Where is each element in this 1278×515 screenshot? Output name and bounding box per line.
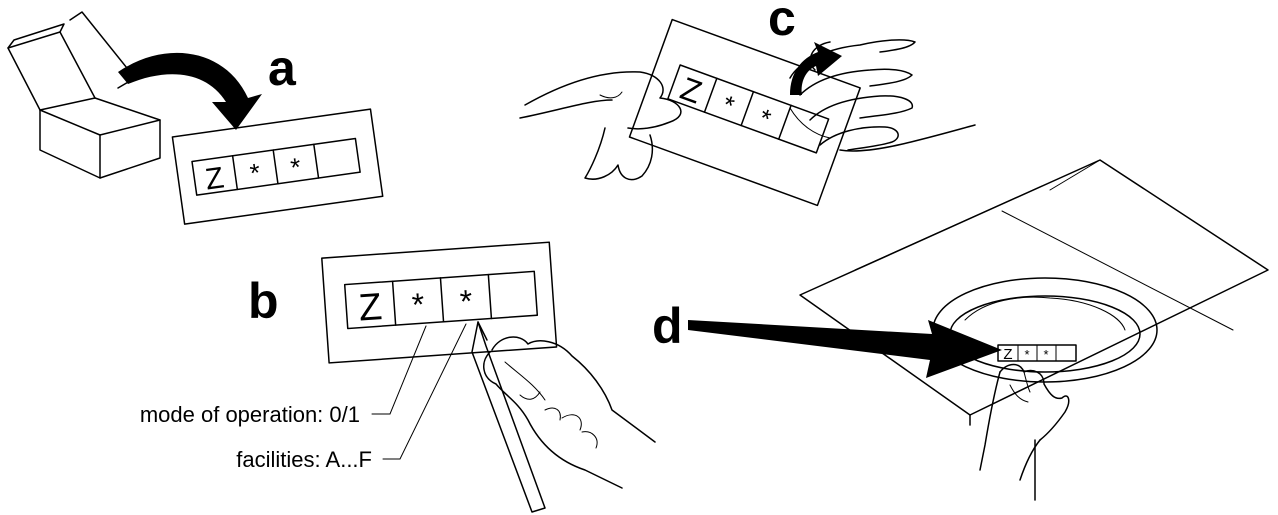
label-card-a: Z * * (171, 108, 384, 225)
pen-and-hand-illustration (471, 321, 656, 513)
mounted-label-wildcard-1: * (1024, 347, 1029, 362)
hands-peeling-illustration (519, 39, 976, 181)
label-card-c: Z * * (628, 18, 861, 207)
card-b-wildcard-2: * (459, 283, 474, 320)
step-label-d: d (652, 298, 683, 354)
step-a-group: Z * * a (7, 11, 384, 225)
card-a-wildcard-2: * (289, 152, 303, 183)
card-b-wildcard-1: * (411, 286, 426, 323)
card-c-wildcard-2: * (755, 102, 775, 134)
step-c-group: Z * * c (519, 0, 976, 207)
box-illustration (7, 11, 161, 179)
card-c-wildcard-1: * (719, 89, 739, 121)
card-a-prefix: Z (203, 161, 226, 196)
step-d-group: Z * * d (652, 159, 1269, 501)
annotation-mode-of-operation: mode of operation: 0/1 (140, 402, 360, 427)
pressing-hand-illustration (979, 363, 1070, 481)
mounted-label-wildcard-2: * (1043, 347, 1048, 362)
card-b-prefix: Z (357, 286, 383, 330)
mode-leader-line (371, 325, 427, 415)
mounted-label: Z * * (997, 344, 1077, 363)
step-label-b: b (248, 273, 279, 329)
card-a-wildcard-1: * (248, 157, 262, 188)
annotation-facilities: facilities: A...F (236, 447, 372, 472)
step-label-a: a (268, 40, 297, 96)
curved-arrow-a (118, 52, 262, 130)
card-c-prefix: Z (676, 70, 707, 111)
facilities-leader-line (382, 323, 467, 460)
arrow-d (688, 320, 1002, 378)
mounted-label-prefix: Z (1003, 346, 1012, 363)
step-b-group: Z * * b mode of operation: 0/1 facilitie… (140, 241, 656, 513)
device-panel-illustration (799, 159, 1269, 501)
step-label-c: c (768, 0, 796, 46)
label-card-b: Z * * (321, 241, 558, 364)
